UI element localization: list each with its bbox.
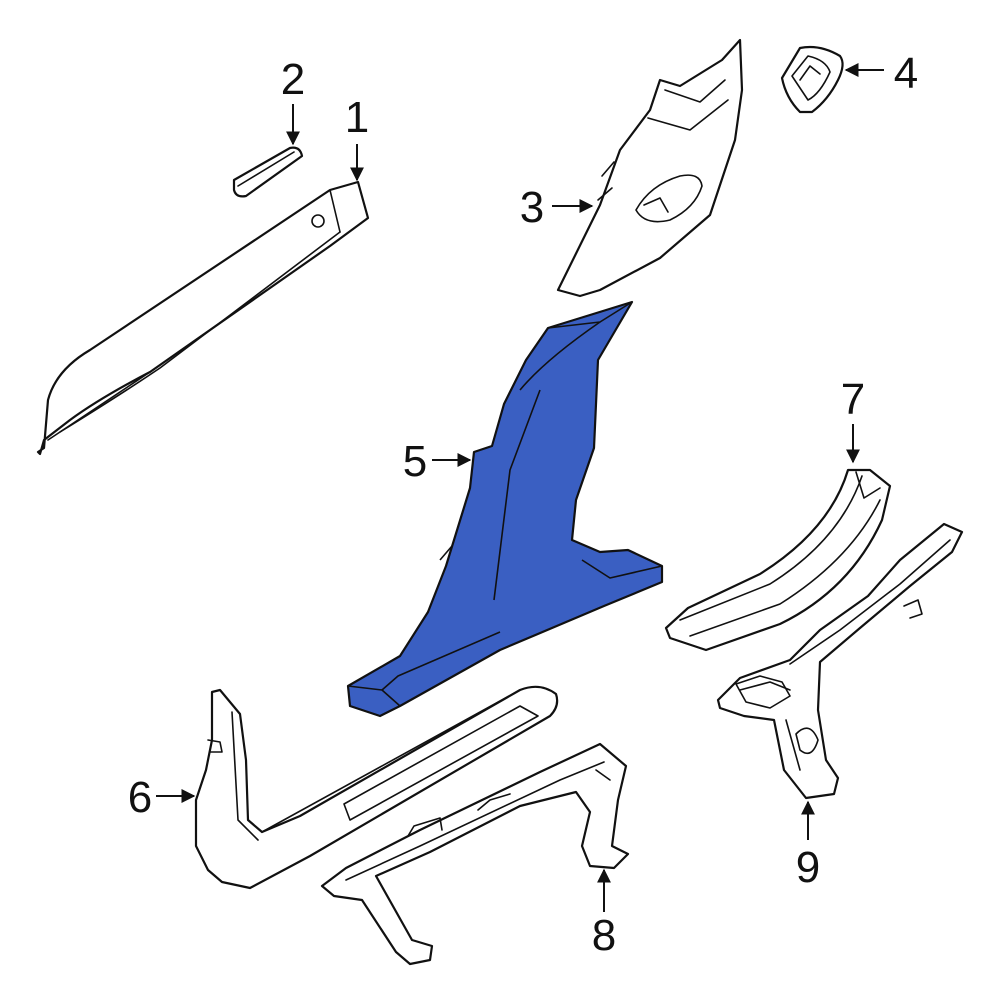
- part-7-curved-trim: [664, 468, 892, 652]
- callout-8: 8: [592, 911, 616, 960]
- callout-6: 6: [128, 773, 152, 822]
- callout-9: 9: [796, 843, 820, 892]
- part-2-clip: [232, 146, 304, 198]
- part-3-upper-cover: [556, 38, 744, 298]
- callout-1: 1: [345, 93, 369, 142]
- part-4-bracket: [780, 45, 844, 114]
- callout-4: 4: [894, 49, 918, 98]
- part-1-trim-strip: [36, 180, 370, 456]
- callout-2: 2: [281, 55, 305, 104]
- callout-3: 3: [520, 183, 544, 232]
- callout-5: 5: [403, 437, 427, 486]
- callout-labels: 1 2 3 4 5 6 7 8 9: [128, 49, 918, 960]
- part-9-right-bracket: [716, 522, 964, 800]
- part-6-sill-panel: [194, 685, 559, 890]
- callout-7: 7: [841, 375, 865, 424]
- part-5-highlighted-trim: [346, 300, 664, 718]
- part-8-lower-bracket: [320, 742, 630, 966]
- leader-lines: [156, 63, 884, 912]
